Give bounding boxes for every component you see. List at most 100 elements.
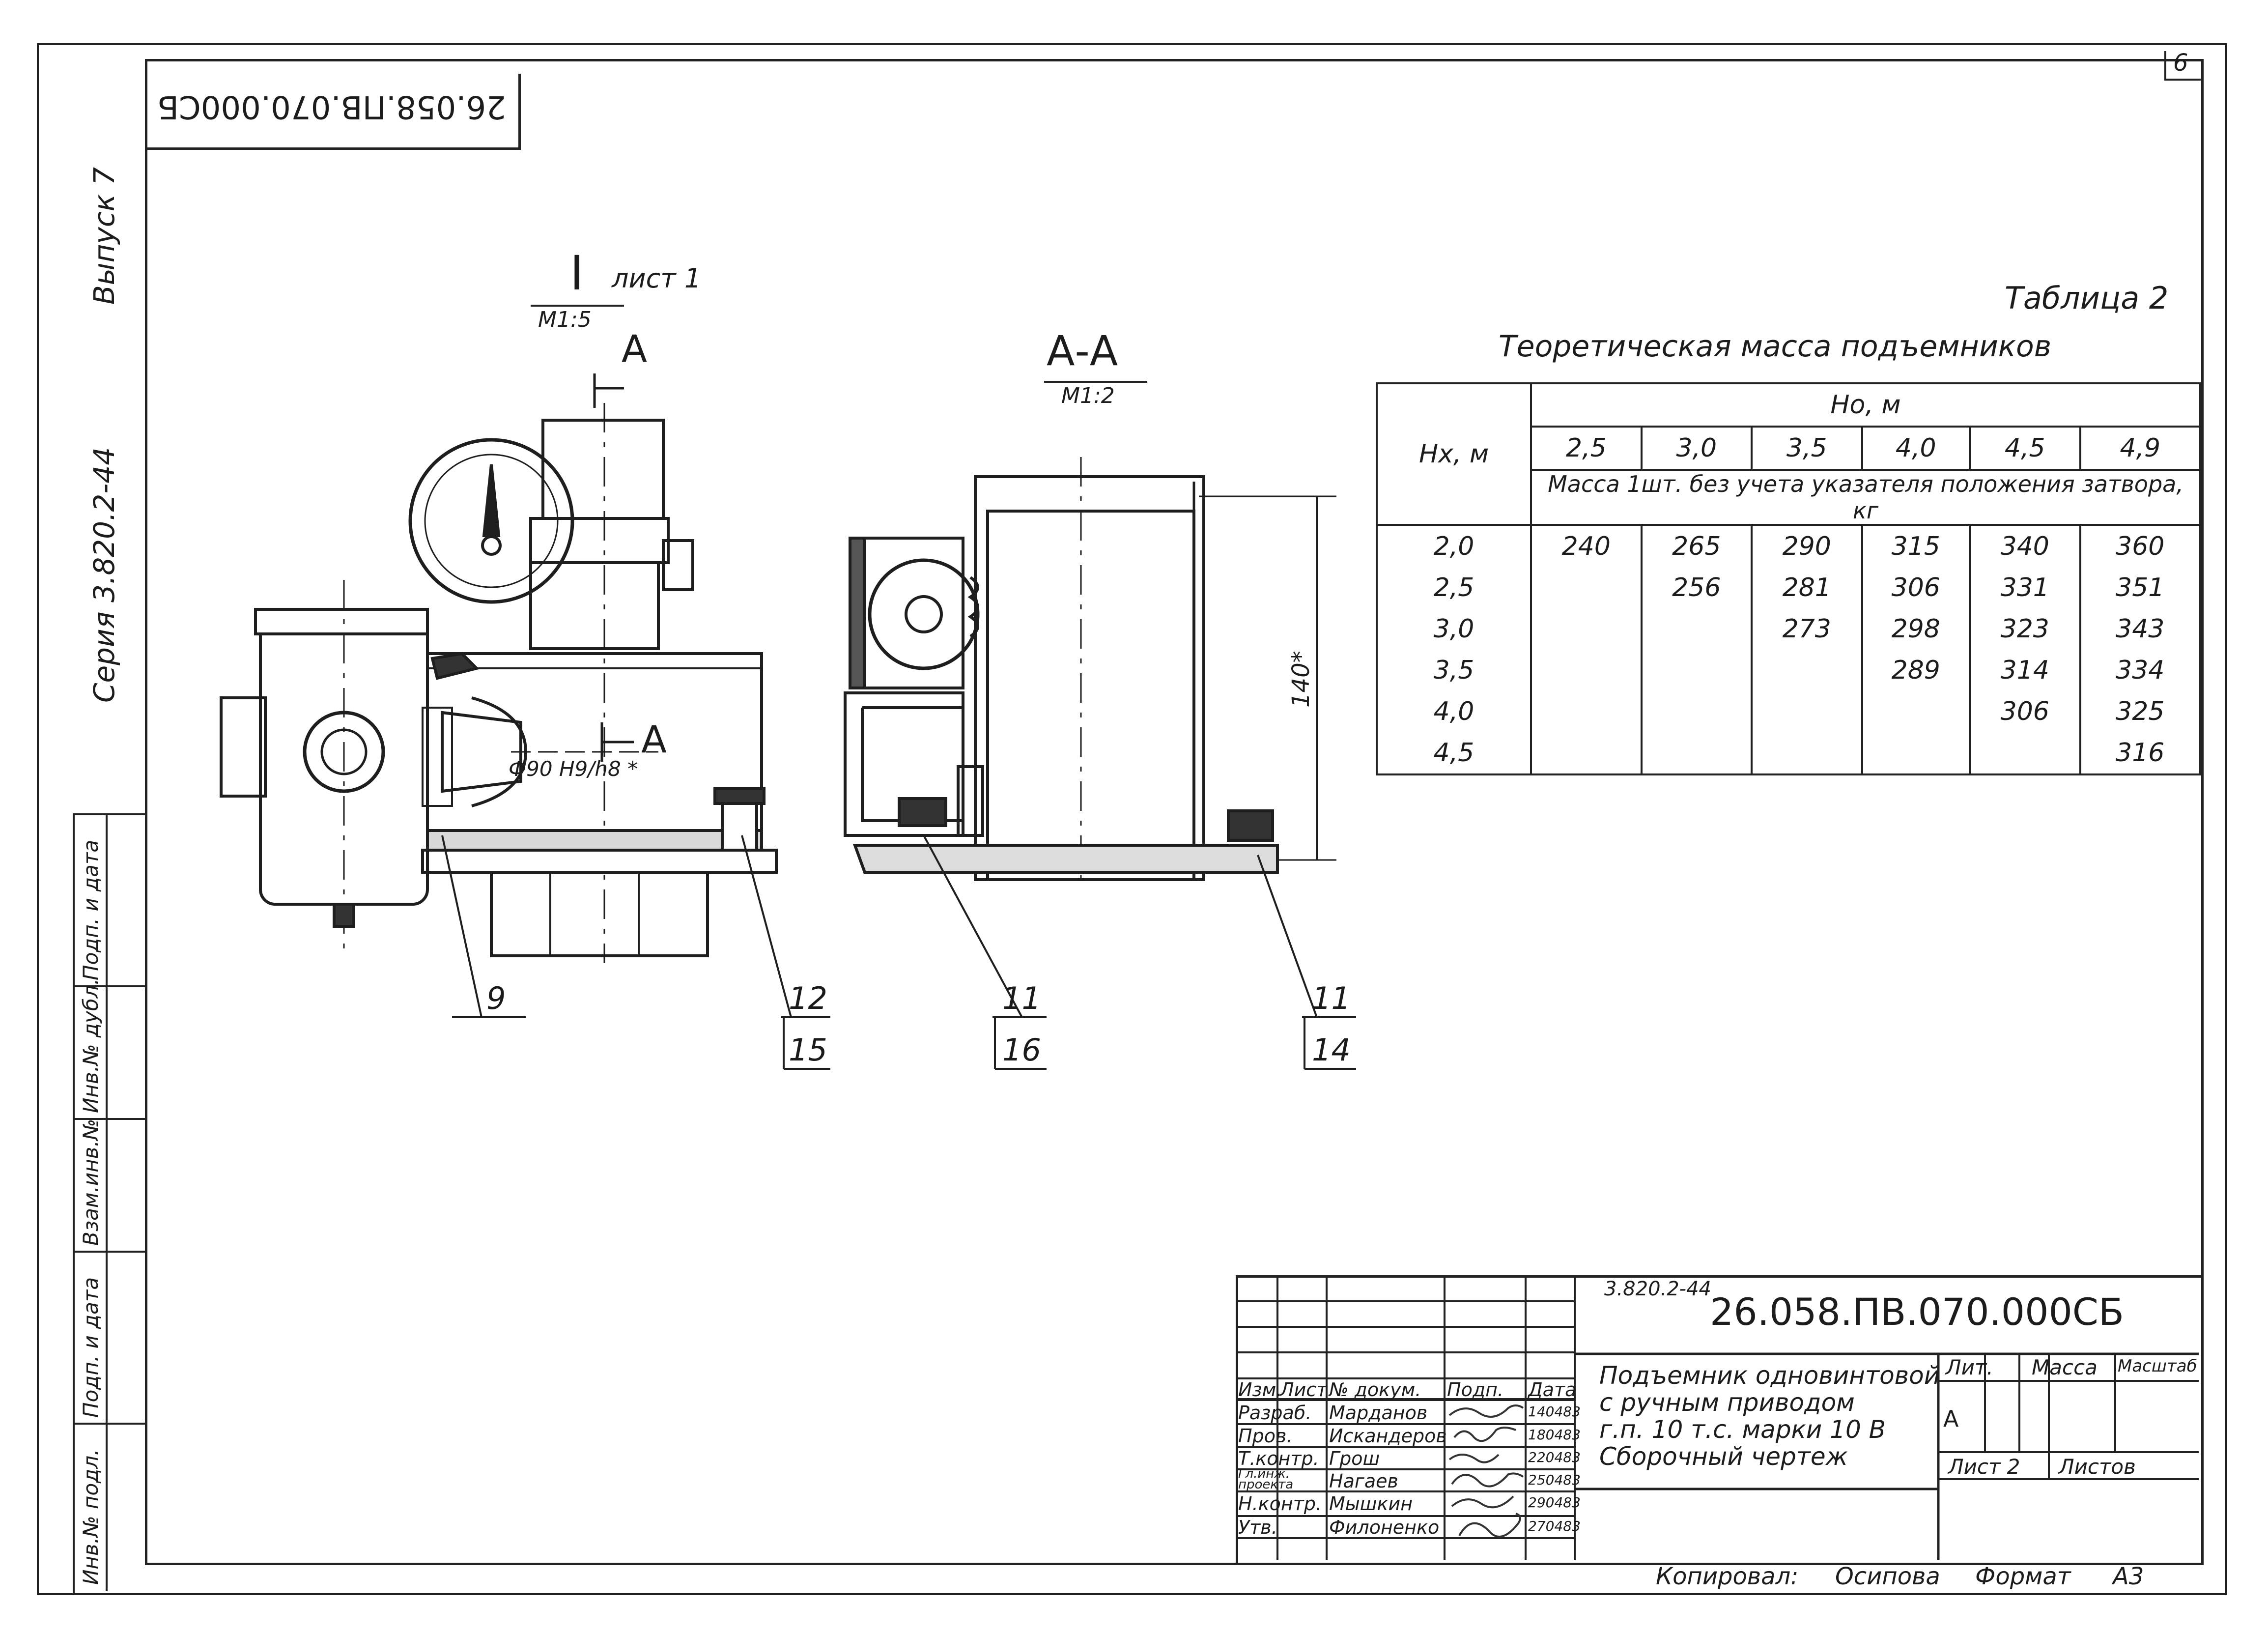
tb-sheet-label: Лист 2	[1948, 1455, 2020, 1479]
tb-role: Пров.	[1238, 1425, 1293, 1447]
stamp-hline	[73, 1118, 145, 1120]
cell: 340	[1969, 525, 2081, 567]
cell: 298	[1861, 608, 1971, 650]
stamp-hline	[73, 1423, 145, 1425]
cell	[1969, 732, 2081, 775]
row-hx: 4,5	[1375, 732, 1532, 775]
cell: 240	[1530, 525, 1643, 567]
view1-underline	[531, 305, 624, 307]
cell: 306	[1969, 691, 2081, 732]
tb-name: Искандеров	[1329, 1425, 1447, 1447]
cell: 314	[1969, 650, 2081, 691]
copied-by-label: Копировал:	[1656, 1563, 1799, 1590]
format-label: Формат	[1975, 1563, 2071, 1590]
tb-date: 290483	[1528, 1494, 1581, 1511]
tb-date: 220483	[1528, 1449, 1581, 1465]
cut-mark-top: А	[622, 327, 647, 371]
callout-15: 15	[789, 1032, 827, 1068]
tb-name-line-2: с ручным приводом	[1599, 1388, 1855, 1417]
tb-sheets-label: Листов	[2059, 1455, 2136, 1479]
row-hx: 3,0	[1375, 608, 1532, 650]
copied-by: Осипова	[1835, 1563, 1940, 1590]
cell: 360	[2079, 525, 2202, 567]
table-row: 2,0 240 265 290 315 340 360	[1375, 525, 2202, 567]
section-label: А-А	[1047, 327, 1118, 375]
cell: 281	[1751, 567, 1863, 608]
cell: 290	[1751, 525, 1863, 567]
col-header: 3,0	[1640, 426, 1753, 471]
cell: 306	[1861, 567, 1971, 608]
format-value: А3	[2113, 1563, 2144, 1590]
tb-role: Утв.	[1238, 1517, 1277, 1538]
stamp-hline	[73, 985, 145, 987]
cell	[1530, 732, 1643, 775]
cell: 315	[1861, 525, 1971, 567]
tb-head-doc: № докум.	[1329, 1379, 1421, 1401]
callout-14: 14	[1312, 1032, 1351, 1068]
row-hx: 2,5	[1375, 567, 1532, 608]
cell	[1530, 650, 1643, 691]
tb-name: Грош	[1329, 1448, 1380, 1469]
row-hx: 4,0	[1375, 691, 1532, 732]
stamp-hline	[73, 1251, 145, 1253]
stamp-divider	[106, 813, 108, 1591]
signature-1	[1448, 1404, 1524, 1418]
signature-2	[1453, 1427, 1516, 1442]
tb-head-date: Дата	[1528, 1379, 1577, 1401]
cell	[1640, 650, 1753, 691]
callout-16: 16	[1002, 1032, 1041, 1068]
cell	[1530, 608, 1643, 650]
cell	[1751, 691, 1863, 732]
table-row: 4,5 316	[1375, 732, 2202, 775]
tb-scale-label: Масштаб	[2118, 1356, 2197, 1376]
sub-header: Масса 1шт. без учета указателя положения…	[1530, 469, 2201, 526]
cell: 343	[2079, 608, 2202, 650]
cell: 351	[2079, 567, 2202, 608]
table-row: 2,5 256 281 306 331 351	[1375, 567, 2202, 608]
table-title: Теоретическая масса подъемников	[1499, 329, 2052, 364]
cell: 265	[1640, 525, 1753, 567]
col-header: 4,9	[2079, 426, 2202, 471]
tb-role: Н.контр.	[1238, 1493, 1322, 1515]
tb-date: 250483	[1528, 1472, 1581, 1488]
sheet-outer-border	[37, 43, 2227, 1595]
row-header: Нх, м	[1375, 382, 1532, 526]
cell	[1861, 691, 1971, 732]
table-row: 4,0 306 325	[1375, 691, 2202, 732]
stamp-column	[73, 813, 147, 1595]
cell: 316	[2079, 732, 2202, 775]
tb-head-list: Лист	[1280, 1379, 1328, 1401]
row-hx: 2,0	[1375, 525, 1532, 567]
inverted-code-box	[145, 74, 521, 150]
fit-dimension: Ф90 H9/h8 *	[509, 757, 638, 781]
view1-sheet: лист 1	[612, 263, 702, 294]
tb-name-line-1: Подъемник одновинтовой	[1599, 1361, 1940, 1390]
tb-lit-label: Лит.	[1946, 1355, 1993, 1379]
tb-lit-value: А	[1943, 1405, 1959, 1432]
title-block	[1236, 1275, 2201, 1563]
mass-table: Нх, м Но, м 2,5 3,0 3,5 4,0 4,5 4,9 Масс…	[1375, 382, 2202, 775]
cell	[1640, 732, 1753, 775]
tb-date: 180483	[1528, 1427, 1581, 1443]
cell: 323	[1969, 608, 2081, 650]
callout-9: 9	[486, 980, 506, 1016]
tb-role: Разраб.	[1238, 1402, 1312, 1424]
col-header: 4,5	[1969, 426, 2081, 471]
callout-11-b: 11	[1312, 980, 1351, 1016]
tb-name-line-3: г.п. 10 т.с. марки 10 В	[1599, 1415, 1886, 1444]
cell	[1530, 567, 1643, 608]
corner-number-box	[2164, 51, 2201, 81]
tb-role: Т.контр.	[1238, 1448, 1319, 1469]
tb-name: Мышкин	[1329, 1493, 1413, 1515]
cell: 331	[1969, 567, 2081, 608]
signature-4	[1451, 1472, 1524, 1488]
tb-name: Марданов	[1329, 1402, 1428, 1424]
cut-mark-side: А	[641, 717, 667, 761]
col-header: 3,5	[1751, 426, 1863, 471]
cell: 325	[2079, 691, 2202, 732]
cell	[1640, 608, 1753, 650]
view1-scale: М1:5	[538, 307, 592, 332]
